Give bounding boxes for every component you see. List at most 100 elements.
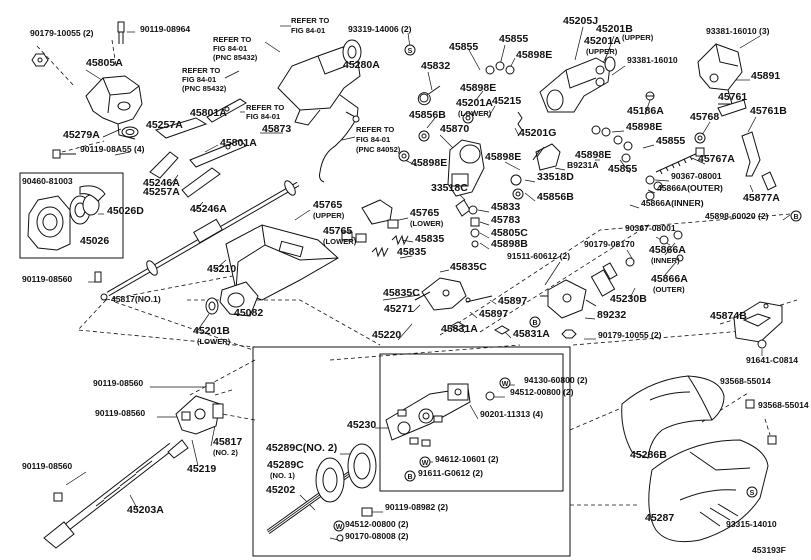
- part-label-l6: REFER TO: [213, 35, 251, 44]
- bolt-90119-08964: [117, 21, 125, 44]
- part-label-l26: 45210: [207, 263, 236, 275]
- part-label-l36: FIG 84-01: [356, 135, 391, 144]
- part-label-l81: 93381-16010 (3): [706, 26, 770, 36]
- latch-33518c: [455, 199, 471, 217]
- screw-90119-08a55: [52, 149, 76, 159]
- bushing-45855: [485, 61, 515, 75]
- part-label-l98: (OUTER): [653, 285, 685, 294]
- part-label-l112: 45219: [187, 463, 216, 475]
- screw-93315-14010: [746, 486, 758, 498]
- part-label-l10: FIG 84-01: [291, 26, 326, 35]
- part-label-l42: (UPPER): [313, 211, 345, 220]
- part-label-l21: 45257A: [143, 186, 180, 198]
- part-label-l22: 45246A: [190, 203, 227, 215]
- part-label-l115: 94130-60800 (2): [524, 375, 588, 385]
- part-label-l105: 90179-10055 (2): [598, 330, 662, 340]
- gear-45230b: [590, 262, 618, 297]
- bolt-45898-60020: [790, 210, 802, 222]
- part-label-l66: 45783: [491, 214, 520, 226]
- svg-text:W: W: [336, 524, 343, 531]
- part-label-l30: 45201B: [193, 325, 230, 337]
- part-label-l14: REFER TO: [246, 103, 284, 112]
- upper-bearing-45201b: [604, 56, 616, 72]
- part-label-l77: 45855: [656, 135, 685, 147]
- shaft-subassembly-box: [379, 353, 564, 492]
- part-label-l74: 93381-16010: [627, 55, 678, 65]
- part-label-l85: 45761B: [750, 105, 787, 117]
- part-label-l25: 45026: [80, 235, 109, 247]
- screw-93319-14006: [404, 44, 416, 56]
- pin-45832: [417, 85, 441, 106]
- part-label-l128: 45286B: [630, 449, 667, 461]
- bushing-45768: [694, 132, 706, 144]
- part-label-l40: 45898E: [411, 157, 447, 169]
- pin-45897: [465, 295, 493, 303]
- screw-45767a: [655, 147, 705, 175]
- part-label-l33: 45280A: [343, 59, 380, 71]
- part-label-l124: 91611-G0612 (2): [418, 468, 483, 478]
- part-label-l111: (NO. 2): [213, 448, 238, 457]
- part-label-l23: 90460-81003: [22, 176, 73, 186]
- part-label-l3: 45805A: [86, 57, 123, 69]
- part-label-l102: 89232: [597, 309, 626, 321]
- bracket-45805a: [85, 75, 143, 140]
- part-label-l123: 94612-10601 (2): [435, 454, 499, 464]
- part-label-l47: 45835: [415, 233, 444, 245]
- washer-45856b: [398, 130, 430, 162]
- part-label-l116: 94512-00800 (2): [510, 387, 574, 397]
- svg-text:B: B: [793, 214, 798, 221]
- link-45761b: [741, 131, 761, 177]
- part-label-l93: 90179-08170: [584, 239, 635, 249]
- svg-text:B: B: [532, 320, 537, 327]
- part-label-l106: 45874B: [710, 310, 747, 322]
- part-label-l58: (LOWER): [458, 109, 492, 118]
- bearing-45201b-lower: [205, 297, 219, 315]
- part-label-l97: 45866A: [651, 273, 688, 285]
- part-label-l132: 93315-14010: [726, 519, 777, 529]
- part-label-l86: 45767A: [698, 153, 735, 165]
- bolt-45831a: [449, 321, 511, 335]
- part-label-l24: 45026D: [107, 205, 144, 217]
- part-label-l126: 94512-00800 (2): [345, 519, 409, 529]
- part-label-l73: (UPPER): [586, 47, 618, 56]
- ref-marker-w: W: [333, 520, 345, 532]
- part-label-l13: (PNC 85432): [182, 84, 227, 93]
- part-label-l18: 45801A: [220, 137, 257, 149]
- spring-45835: [371, 234, 409, 258]
- part-label-l53: 45855: [449, 41, 478, 53]
- part-label-l59: 45215: [492, 95, 521, 107]
- part-label-l122: 45202: [266, 484, 295, 496]
- tilt-bracket-45891: [697, 43, 743, 105]
- damper-assembly-box: [19, 172, 124, 259]
- part-label-l79: B9231A: [567, 160, 599, 170]
- part-label-l107: 91641-C0814: [746, 355, 798, 365]
- part-label-l34: 45832: [421, 60, 450, 72]
- nut-90179-10055-lower: [561, 329, 577, 339]
- part-label-l19: 45873: [262, 123, 291, 135]
- part-label-l44: (LOWER): [410, 219, 444, 228]
- shim-45246a: [149, 151, 221, 198]
- part-number-labels: 90179-10055 (2)90119-0896445805A45279A90…: [22, 15, 809, 541]
- svg-text:B: B: [407, 474, 412, 481]
- washers-45833-45898b: [468, 205, 480, 248]
- upper-cover-45286b: [621, 375, 725, 459]
- part-label-l1: 90179-10055 (2): [30, 28, 94, 38]
- link-45761: [717, 99, 747, 117]
- bolt-90119-08560-lower: [53, 382, 215, 502]
- clip-91641-c0814: [757, 339, 767, 349]
- part-label-l69: 45205J: [563, 15, 598, 27]
- part-label-l16: 45801A: [190, 107, 227, 119]
- screw-93381-16010: [595, 77, 605, 87]
- part-label-l114: 45203A: [127, 504, 164, 516]
- part-label-l41: 45765: [313, 199, 342, 211]
- part-label-l7: FIG 84-01: [213, 44, 248, 53]
- part-label-l4: 45279A: [63, 129, 100, 141]
- part-label-l103: 45831A: [441, 323, 478, 335]
- part-label-l68: 45898B: [491, 238, 528, 250]
- part-label-l96: 91511-60612 (2): [507, 251, 570, 261]
- plate-45257a: [154, 117, 208, 139]
- svg-text:S: S: [408, 48, 413, 55]
- part-label-l71: (UPPER): [622, 33, 654, 42]
- part-label-l75: 45186A: [627, 105, 664, 117]
